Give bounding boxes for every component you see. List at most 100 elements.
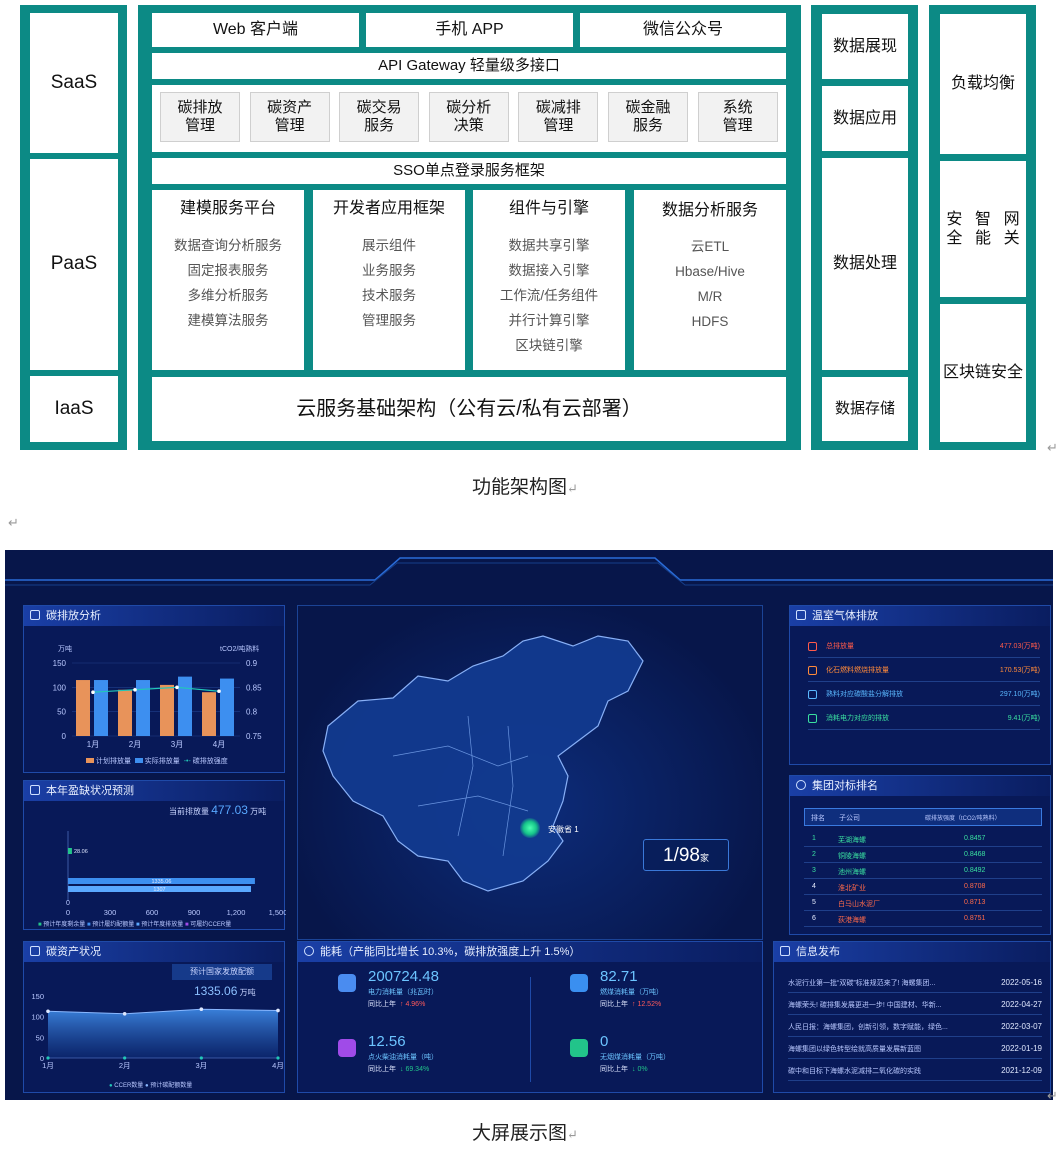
chart-icon <box>30 785 40 795</box>
news-row[interactable]: 水泥行业第一批“双碳”标准规范来了! 海螺集团...2022-05-16 <box>788 974 1042 993</box>
energy-icon <box>570 1039 588 1057</box>
ranking-header: 排名 子公司 碳排放强度（tCO2/吨熟料） <box>804 808 1042 826</box>
gas-icon <box>796 610 806 620</box>
energy-icon <box>570 974 588 992</box>
paas-column-title: 组件与引擎 <box>508 200 589 217</box>
asset-box-value: 1335.06 万吨 <box>194 984 256 998</box>
paas-column-box: 组件与引擎数据共享引擎数据接入引擎工作流/任务组件并行计算引擎区块链引擎 <box>473 190 625 370</box>
ranking-value: 0.8708 <box>964 883 986 890</box>
paas-column-title: 开发者应用框架 <box>332 200 445 217</box>
x-tick-label: 0 <box>66 908 70 916</box>
y-tick-label: 150 <box>53 659 67 668</box>
ranking-title: 集团对标排名 <box>790 776 1050 796</box>
news-text: 海螺荣头! 碳排集发展更进一步! 中国建材、华新... <box>788 1002 942 1009</box>
ccer-point <box>199 1056 203 1060</box>
paas-column-item: 数据共享引擎 <box>508 238 590 253</box>
bar-plan <box>202 692 216 736</box>
ghg-value: 297.10(万吨) <box>999 691 1040 698</box>
energy-value: 200724.48 <box>368 968 439 985</box>
news-row[interactable]: 人民日报：海螺集团，创新引领，数字赋能，绿色...2022-03-07 <box>788 1018 1042 1037</box>
para-mark: ↵ <box>8 515 19 530</box>
data-storage: 数据存储 <box>822 377 908 441</box>
forecast-bar <box>68 848 72 854</box>
map-ratio-box: 1/98家 <box>643 839 729 871</box>
paas-column-box: 建模服务平台数据查询分析服务固定报表服务多维分析服务建模算法服务 <box>152 190 304 370</box>
clock-icon <box>796 780 806 790</box>
ranking-rank: 6 <box>812 915 816 922</box>
y-zero-label: 0 <box>66 900 70 907</box>
forecast-title: 本年盈缺状况预测 <box>24 781 284 801</box>
energy-label: 无烟煤消耗量（万吨） <box>600 1054 670 1061</box>
asset-point <box>199 1007 204 1012</box>
energy-yoy: 同比上年↓ 69.34% <box>368 1066 430 1073</box>
service-box: 碳资产管理 <box>249 92 330 142</box>
news-date: 2021-12-09 <box>1001 1066 1042 1075</box>
x-tick-label: 1,500 <box>269 908 286 916</box>
paas-column-title: 数据分析服务 <box>661 202 758 219</box>
ghg-label: 化石燃料燃烧排放量 <box>826 667 889 674</box>
paas-column-item: 数据接入引擎 <box>508 263 590 278</box>
x-tick-label: 2月 <box>129 740 141 749</box>
client-box: Web 客户端 <box>152 13 359 47</box>
layer-iaas: IaaS <box>30 376 118 442</box>
client-box: 微信公众号 <box>580 13 786 47</box>
ranking-rank: 2 <box>812 851 816 858</box>
paas-column-item: 并行计算引擎 <box>508 313 590 328</box>
ranking-value: 0.8713 <box>964 899 986 906</box>
bar-actual <box>178 676 192 736</box>
carbon-legend: 计划排放量 实际排放量 -•- 碳排放强度 <box>86 756 228 766</box>
paas-column-item: 数据查询分析服务 <box>174 238 282 253</box>
ranking-name: 荻港海螺 <box>838 917 866 924</box>
caption-dashboard: 大屏展示图↵ <box>472 1123 578 1144</box>
ghg-value: 170.53(万吨) <box>999 667 1040 674</box>
forecast-legend: ■ 预计年度剩余量 ■ 预计履约配额量 ■ 预计年度排放量 ■ 可履约CCER量 <box>38 922 232 928</box>
asset-line <box>47 1008 279 1015</box>
ranking-rank: 4 <box>812 883 816 890</box>
ghg-value: 9.41(万吨) <box>1007 715 1040 722</box>
x-tick-label: 1月 <box>87 740 99 749</box>
ranking-name: 白马山水泥厂 <box>838 901 880 908</box>
map-marker-label: 安徽省 1 <box>548 825 579 834</box>
paas-column-item: 业务服务 <box>362 263 416 278</box>
news-text: 水泥行业第一批“双碳”标准规范来了! 海螺集团... <box>788 980 936 987</box>
asset-box-label: 预计国家发放配额 <box>172 964 272 980</box>
paas-column-item: Hbase/Hive <box>675 264 745 279</box>
asset-legend: ● CCER数量 ● 预计碳配额数量 <box>109 1083 193 1089</box>
energy-value: 82.71 <box>600 968 638 985</box>
paas-column-item: 云ETL <box>690 239 730 254</box>
security-gateway: 安全智能网关 <box>940 161 1026 297</box>
forecast-bar-label: 1335.06 <box>152 879 172 885</box>
client-box: 手机 APP <box>366 13 573 47</box>
y2-tick-label: 0.85 <box>246 683 262 692</box>
energy-icon <box>338 1039 356 1057</box>
energy-divider <box>530 977 531 1082</box>
calendar-icon <box>780 946 790 956</box>
y-tick-label: 50 <box>57 708 66 717</box>
ghg-icon <box>808 690 817 699</box>
intensity-point <box>133 687 137 692</box>
unit-left: 万吨 <box>58 646 72 653</box>
carbon-analysis-title: 碳排放分析 <box>24 606 284 626</box>
intensity-point <box>91 690 95 694</box>
layer-paas: PaaS <box>30 159 118 370</box>
api-gateway: API Gateway 轻量级多接口 <box>152 53 786 79</box>
y2-tick-label: 0.8 <box>246 708 258 717</box>
ranking-value: 0.8492 <box>964 867 986 874</box>
news-row[interactable]: 海螺荣头! 碳排集发展更进一步! 中国建材、华新...2022-04-27 <box>788 996 1042 1015</box>
news-date: 2022-01-19 <box>1001 1044 1042 1053</box>
ghg-row: 化石燃料燃烧排放量 170.53(万吨) <box>808 662 1040 682</box>
